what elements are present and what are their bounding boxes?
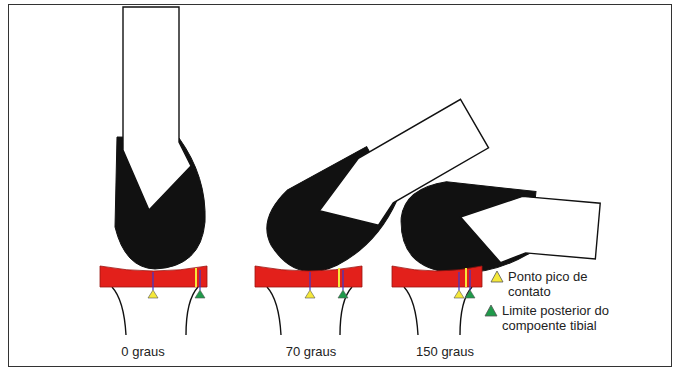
contact-line bbox=[458, 272, 459, 290]
contact-line bbox=[309, 272, 310, 290]
contact-marker bbox=[148, 290, 158, 298]
posterior-line bbox=[465, 268, 467, 287]
tibial-insert bbox=[392, 266, 482, 298]
legend-triangle bbox=[491, 271, 503, 282]
tibia-outlines bbox=[112, 287, 472, 335]
angle-label: 0 graus bbox=[121, 344, 164, 359]
posterior-marker bbox=[465, 290, 475, 298]
contact-marker bbox=[305, 290, 315, 298]
tibial-insert bbox=[255, 266, 362, 298]
posterior-line bbox=[195, 268, 197, 287]
legend-triangle bbox=[485, 305, 497, 316]
femur-bone bbox=[123, 7, 191, 210]
posterior-limit-line bbox=[342, 270, 343, 290]
posterior-line bbox=[338, 268, 340, 287]
contact-line bbox=[152, 272, 153, 290]
angle-label: 150 graus bbox=[416, 344, 474, 359]
tibial-insert bbox=[100, 266, 207, 298]
posterior-marker bbox=[195, 290, 205, 298]
femur bbox=[397, 178, 601, 285]
polyethylene-insert bbox=[392, 266, 482, 287]
angle-label: 70 graus bbox=[286, 344, 337, 359]
posterior-limit-line bbox=[199, 270, 200, 290]
frame bbox=[9, 5, 672, 367]
contact-marker bbox=[454, 290, 464, 298]
legend-row: Limite posterior do compoente tibial bbox=[484, 303, 672, 333]
femoral-components bbox=[115, 7, 601, 289]
tibial-inserts bbox=[100, 266, 482, 298]
polyethylene-insert bbox=[255, 266, 362, 287]
legend-swatch bbox=[490, 270, 504, 283]
posterior-marker bbox=[338, 290, 348, 298]
femur bbox=[115, 7, 205, 269]
posterior-limit-line bbox=[469, 270, 470, 290]
legend-swatch bbox=[484, 304, 498, 317]
legend-text: Limite posterior do compoente tibial bbox=[502, 303, 672, 333]
legend-text: Ponto pico de contato bbox=[508, 269, 628, 299]
legend-row: Ponto pico de contato bbox=[490, 269, 628, 299]
femur-bone bbox=[457, 191, 600, 271]
